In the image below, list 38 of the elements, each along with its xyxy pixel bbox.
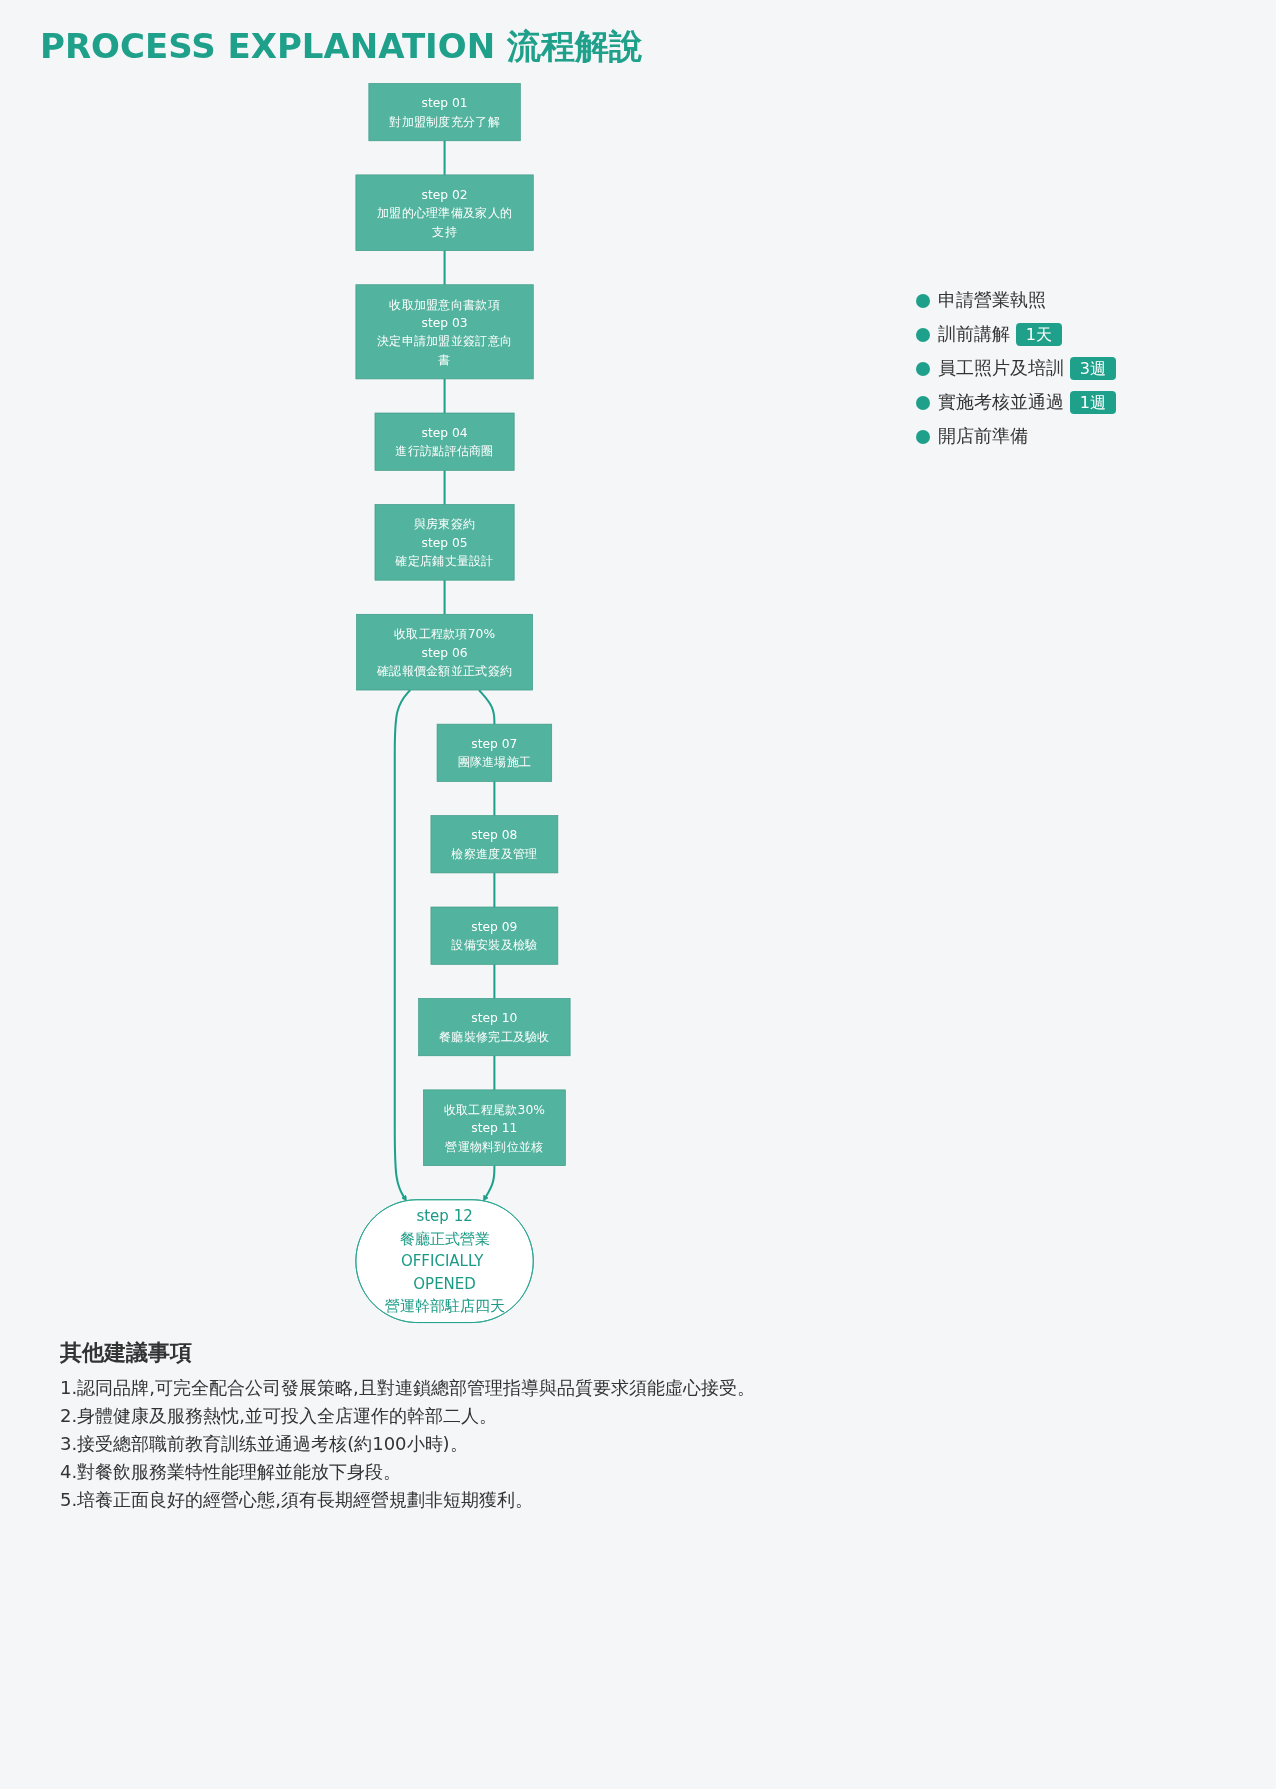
note-text: 3.接受總部職前教育訓练並通過考核(約100小時)。 xyxy=(60,1432,469,1456)
duration-badge: 1週 xyxy=(1069,391,1116,414)
node-box: 收取工程尾款30% step 11 營運物料到位並核 xyxy=(423,1089,566,1166)
checklist-item: 開店前準備 xyxy=(938,425,1028,446)
node-box: 收取工程款項70% step 06 確認報價金額並正式簽約 xyxy=(356,613,533,691)
checklist-item: 申請營業執照 xyxy=(938,289,1046,310)
connector xyxy=(443,580,446,615)
checklist-item: 實施考核並通過 xyxy=(938,391,1064,412)
checklist-item: 訓前講解 xyxy=(938,323,1010,344)
note-text: 5.培養正面良好的經營心態,須有長期經營規劃非短期獲利。 xyxy=(60,1488,534,1512)
connector xyxy=(443,378,446,413)
node-box: 收取加盟意向書款項 step 03 決定申請加盟並簽訂意向書 xyxy=(355,284,534,380)
node-box: 與房東簽約 step 05 確定店鋪丈量設計 xyxy=(374,504,515,581)
duration-badge: 1天 xyxy=(1015,323,1062,346)
connector xyxy=(443,250,446,285)
node-box: step 01 對加盟制度充分了解 xyxy=(368,83,521,142)
connector xyxy=(493,1055,496,1090)
checklist-item: 員工照片及培訓 xyxy=(938,357,1064,378)
notes-heading: 其他建議事項 xyxy=(60,1339,193,1367)
note-text: 2.身體健康及服務熱忱,並可投入全店運作的幹部二人。 xyxy=(60,1404,498,1428)
node-box: step 09 設備安裝及檢驗 xyxy=(430,906,559,965)
connector xyxy=(493,781,496,816)
title: PROCESS EXPLANATION 流程解說 xyxy=(40,25,644,68)
connector xyxy=(478,689,496,725)
node-box: step 08 檢察進度及管理 xyxy=(430,815,559,874)
duration-badge: 3週 xyxy=(1069,357,1116,380)
arrow xyxy=(393,689,411,1202)
note-text: 4.對餐飲服務業特性能理解並能放下身段。 xyxy=(60,1460,403,1484)
note-text: 1.認同品牌,可完全配合公司發展策略,且對連鎖總部管理指導與品質要求須能虛心接受。 xyxy=(60,1376,756,1400)
connector xyxy=(493,872,496,907)
arrow xyxy=(483,1165,496,1202)
node-box: step 04 進行訪點評估商圈 xyxy=(374,412,515,471)
connector xyxy=(443,140,446,175)
node-box: step 02 加盟的心理準備及家人的支持 xyxy=(355,174,534,251)
node-box: step 07 團隊進場施工 xyxy=(436,723,553,782)
connector xyxy=(443,470,446,505)
connector xyxy=(493,964,496,999)
node-box: step 10 餐廳裝修完工及驗收 xyxy=(418,998,571,1057)
